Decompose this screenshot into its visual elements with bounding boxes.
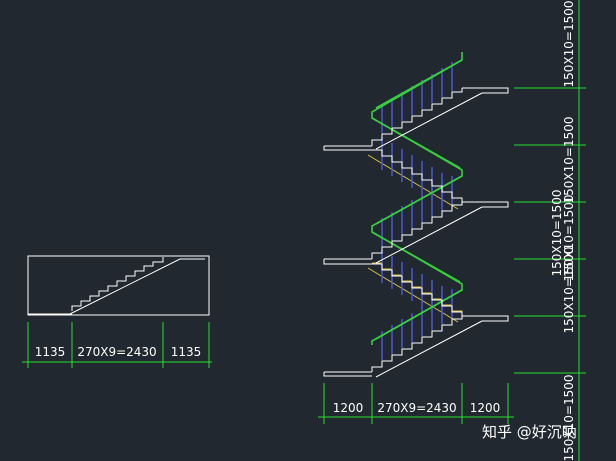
landing-left-2 (323, 258, 372, 265)
structure (323, 87, 509, 378)
plan-dim-text-3: 1135 (171, 345, 202, 359)
level-dim-text-2: 150X10=1500 (562, 117, 576, 204)
hidden-flight-1-underside (367, 154, 459, 210)
plan-outline (27, 255, 210, 316)
section-dim-text-2: 270X9=2430 (377, 401, 456, 415)
ground-slab (323, 371, 372, 377)
hidden-flight-2-underside (367, 267, 459, 323)
landing-right-1 (462, 201, 509, 208)
level-dim-text-4: 150X10=1500 (550, 190, 564, 277)
section-dimension (318, 383, 514, 424)
hidden-flight-2 (372, 262, 463, 317)
stair-section: 1200 270X9=2430 1200 150X10=1500 150X10=… (318, 0, 586, 461)
watermark: 知乎 @好沉呐 (482, 423, 577, 441)
flight-e-underside (375, 320, 483, 378)
plan-dimension (22, 322, 212, 368)
flight-b-steps (372, 149, 463, 202)
level-dim-text-3: 150X10=1500 (562, 195, 576, 282)
landing-right-2 (462, 315, 509, 322)
landing-top (462, 87, 509, 94)
handrail-upper (371, 52, 463, 345)
flight-c-underside (375, 206, 483, 264)
level-dim-text-6: 150X10=1500 (562, 375, 576, 461)
plan-stair-underside (69, 258, 205, 315)
handrail-lower (371, 59, 463, 340)
flight-d-steps (372, 263, 463, 316)
flight-e-steps (371, 316, 463, 372)
plan-dim-text-2: 270X9=2430 (77, 345, 156, 359)
stair-plan (27, 255, 210, 316)
flight-c-steps (371, 202, 463, 259)
landing-left-1 (323, 145, 372, 151)
section-dim-text-3: 1200 (470, 401, 501, 415)
flight-a-underside (375, 92, 483, 150)
hidden-flight-1 (372, 149, 463, 204)
level-dimension (514, 0, 586, 461)
level-dim-text-5: 150X10=1500 (562, 247, 576, 334)
level-dim-text-1: 150X10=1500 (562, 1, 576, 88)
flight-a-steps (371, 88, 463, 146)
handrails (371, 52, 463, 345)
plan-stair-steps (71, 257, 164, 311)
section-dim-text-1: 1200 (333, 401, 364, 415)
plan-dim-text-1: 1135 (35, 345, 66, 359)
